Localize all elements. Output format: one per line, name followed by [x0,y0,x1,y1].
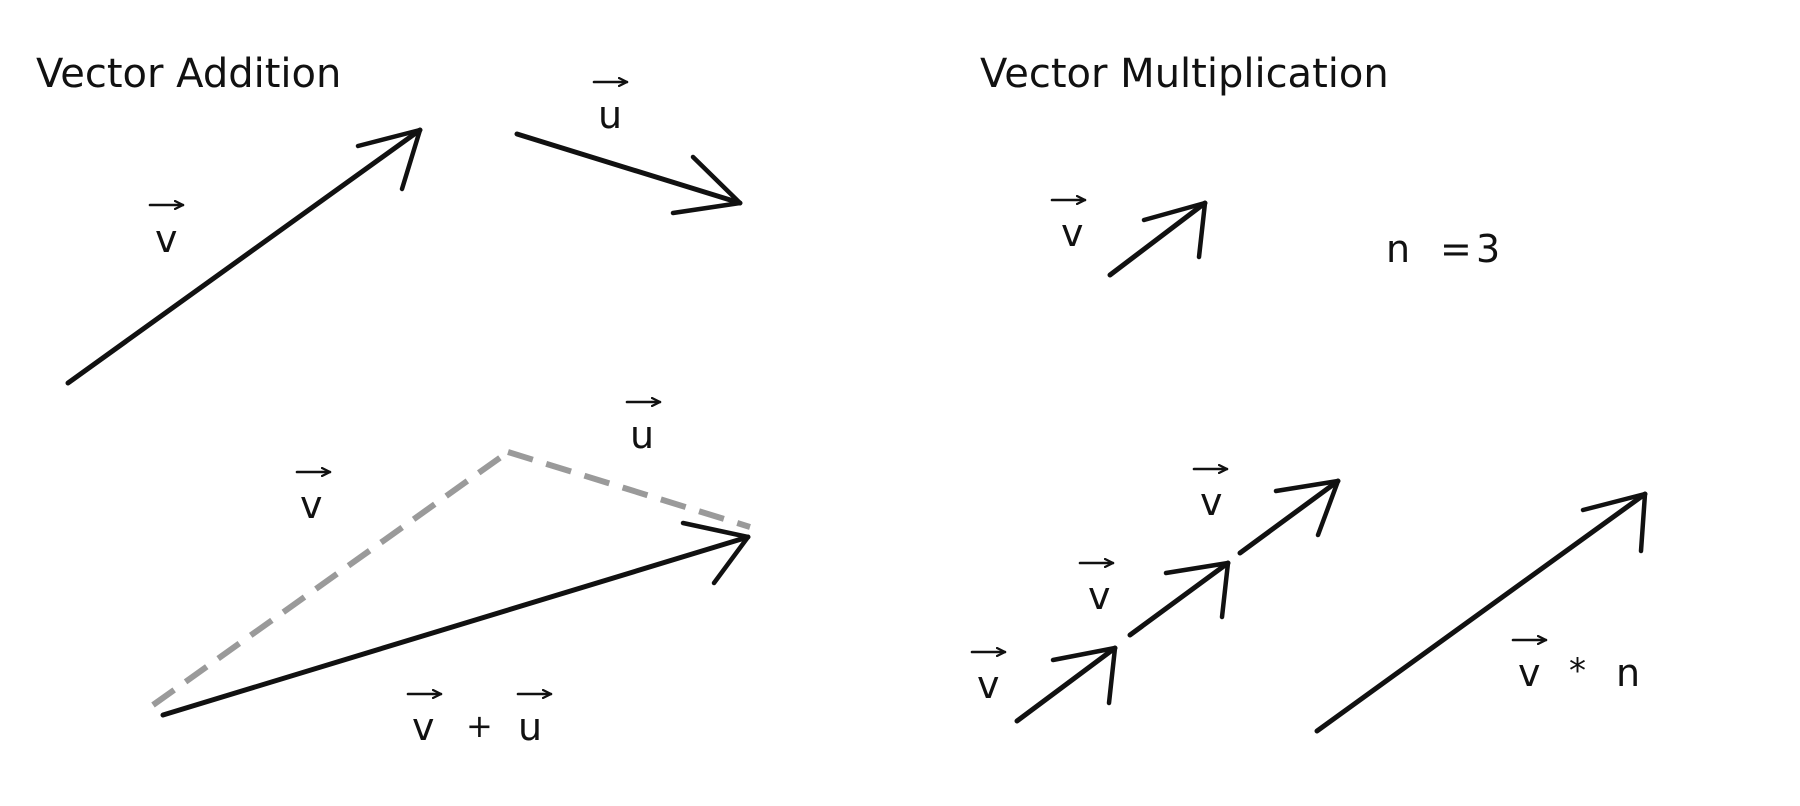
svg-text:n: n [1616,651,1640,695]
svg-text:u: u [630,413,654,457]
label-v-top: v [148,205,185,261]
n-equals-3: n = 3 [1386,227,1500,271]
svg-text:v: v [1061,211,1084,255]
vector-v-step-1 [1014,645,1118,724]
vector-v-step-3 [1237,478,1341,556]
label-v-unit: v [1050,200,1087,255]
vector-v-times-n [1314,491,1648,734]
svg-text:+: + [466,707,493,745]
label-v-times-n: v * n [1511,640,1640,695]
label-u-top: u [592,82,629,137]
svg-text:v: v [1088,574,1111,618]
svg-text:=: = [1440,227,1472,271]
label-v-step-1: v [970,652,1007,707]
svg-text:v: v [1518,651,1541,695]
multiplication-title: Vector Multiplication [980,51,1389,97]
vector-v-unit [1107,200,1208,278]
svg-text:v: v [977,663,1000,707]
dashed-guide-v [151,449,510,708]
vector-v-top [65,127,423,386]
vector-u-top [514,131,743,216]
svg-text:u: u [518,705,542,749]
label-v-plus-u: v + u [406,694,553,749]
dashed-guide-u [507,449,751,530]
vector-v-step-2 [1127,560,1231,638]
vector-v-plus-u [160,520,751,718]
label-u-bottom: u [625,402,662,457]
svg-text:u: u [598,93,622,137]
label-v-bottom: v [295,472,332,527]
svg-text:v: v [155,217,178,261]
svg-text:v: v [412,705,435,749]
addition-title: Vector Addition [36,51,341,97]
label-v-step-3: v [1192,469,1229,524]
label-v-step-2: v [1078,563,1115,618]
svg-text:n: n [1386,227,1410,271]
svg-text:*: * [1569,651,1586,691]
svg-text:v: v [300,483,323,527]
svg-text:v: v [1200,480,1223,524]
svg-text:3: 3 [1476,227,1500,271]
